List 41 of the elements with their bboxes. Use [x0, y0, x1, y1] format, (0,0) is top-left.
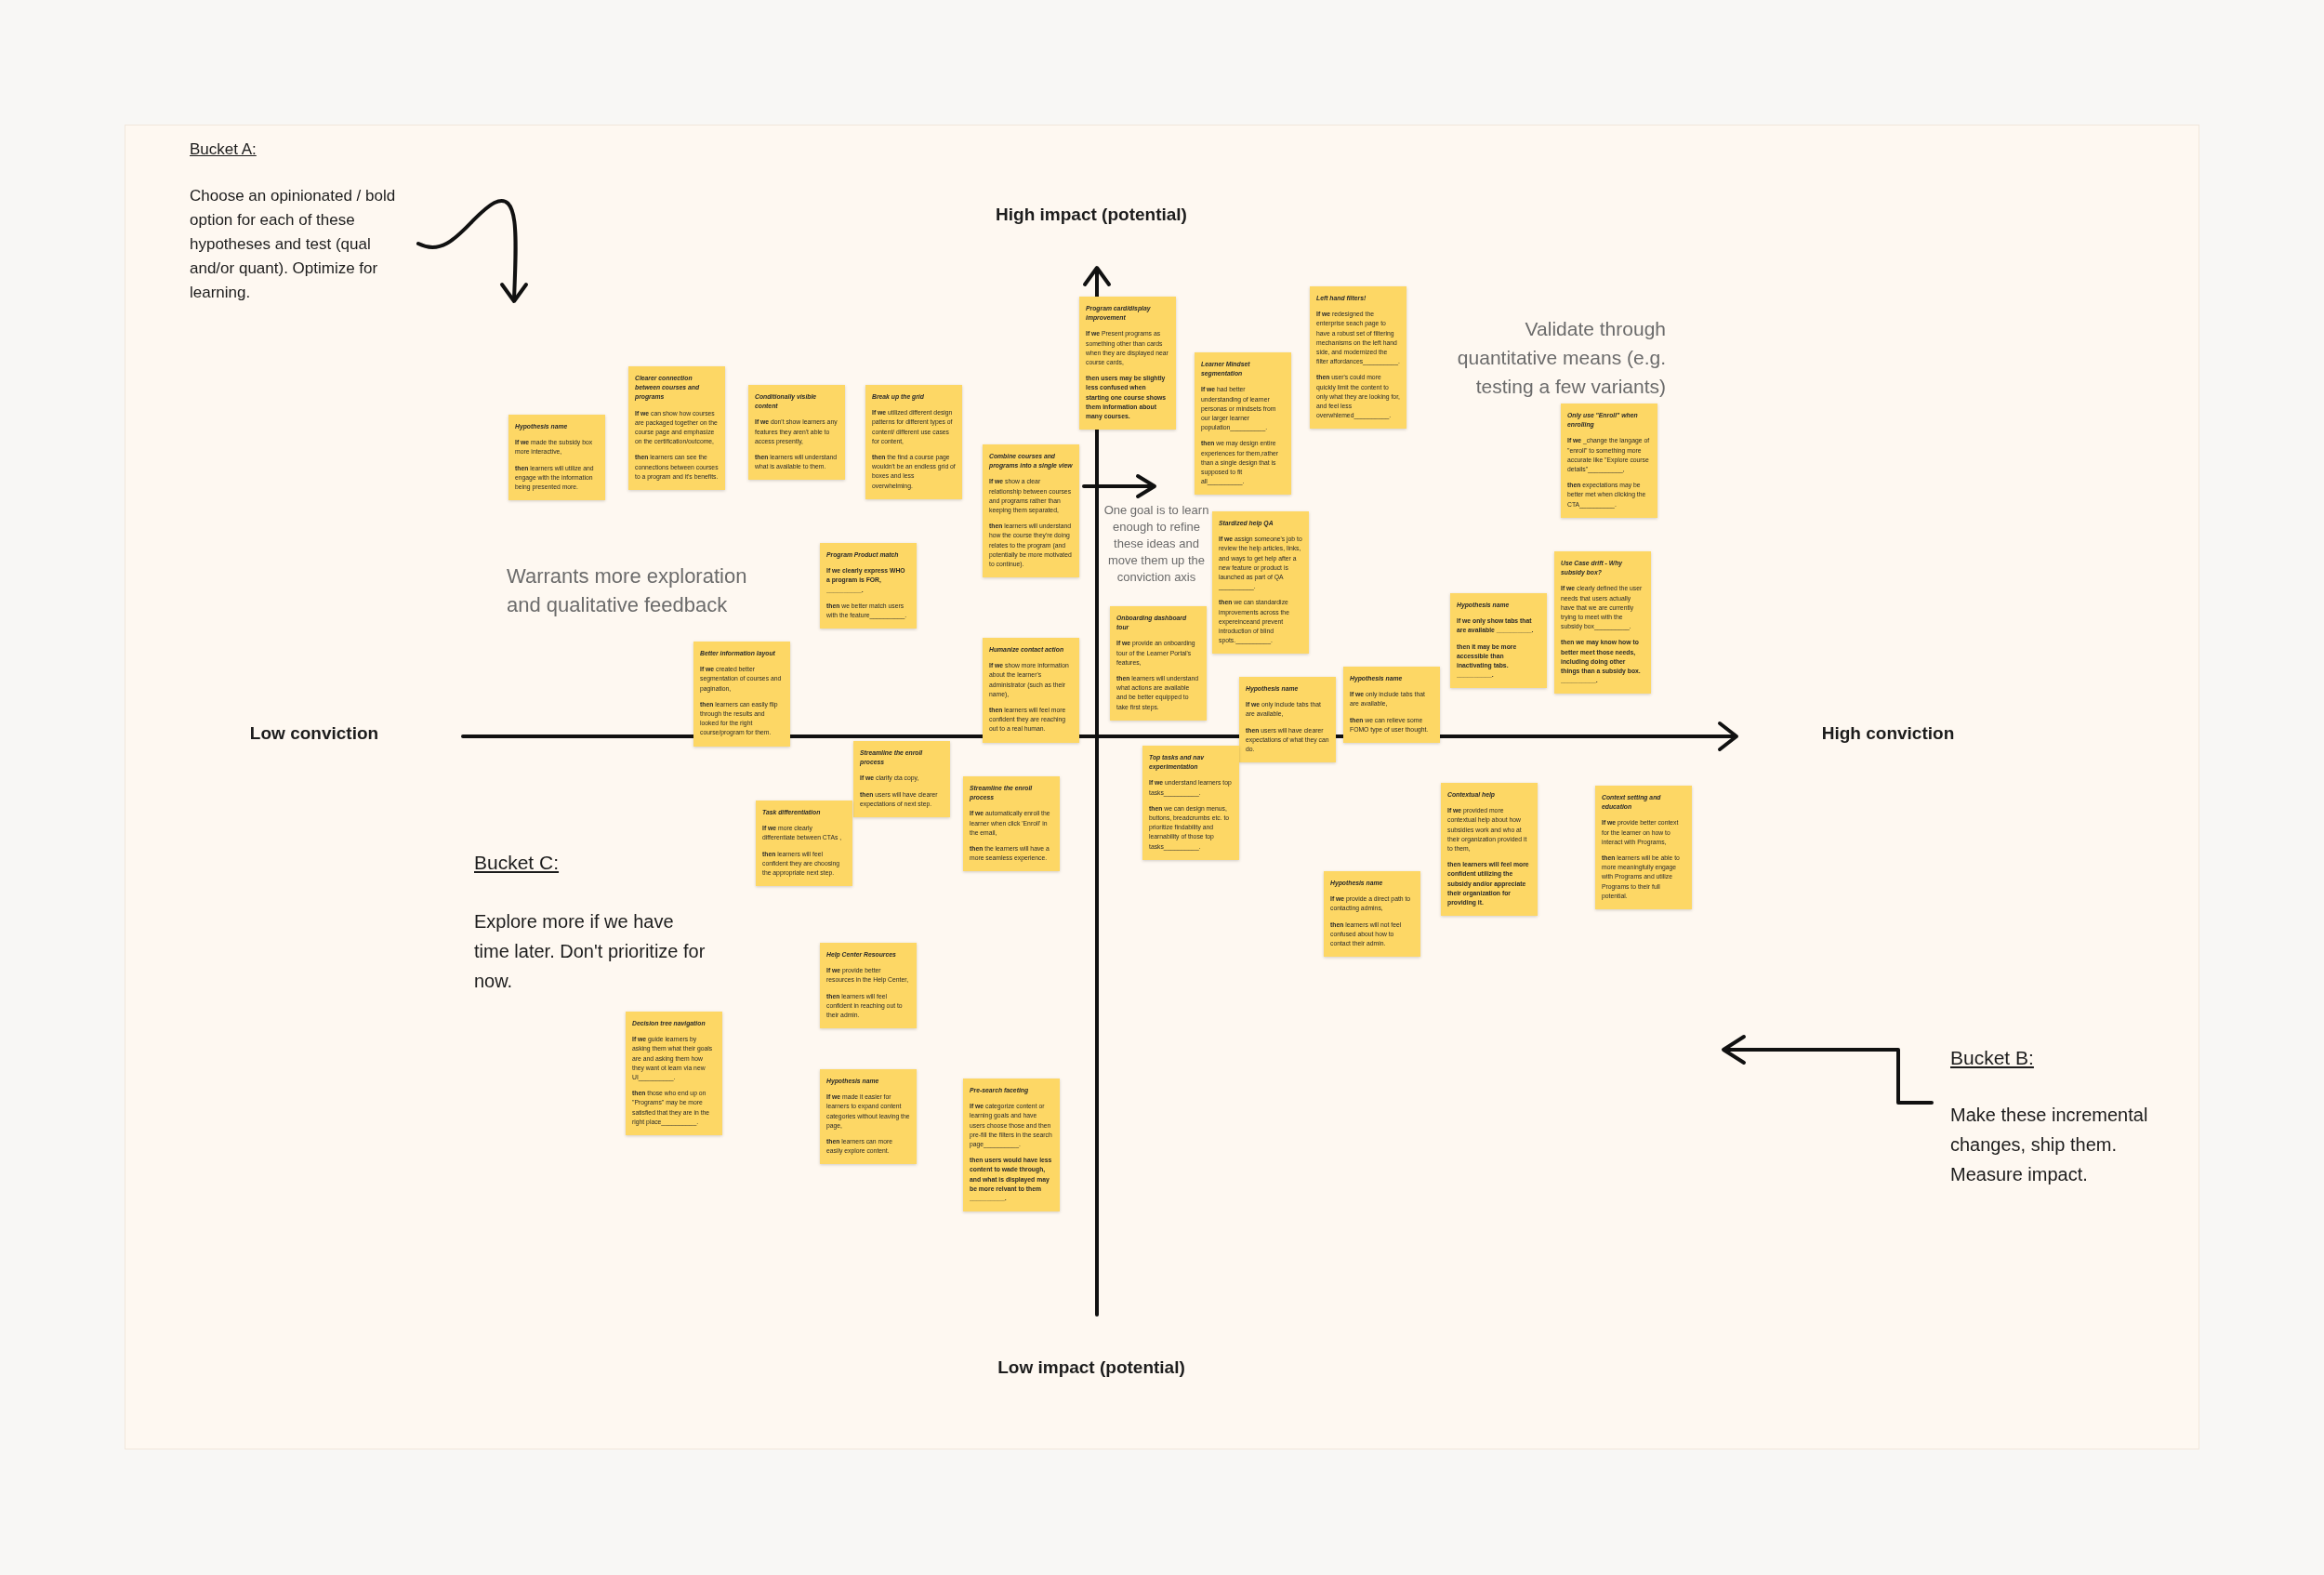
sticky-note [508, 415, 605, 501]
sticky-note [1195, 352, 1291, 496]
axis-label: Low impact (potential) [997, 1357, 1186, 1379]
sticky-note [1595, 786, 1692, 909]
sticky-note [1239, 677, 1336, 763]
sticky-note [983, 444, 1079, 578]
instruction-text: Choose an opinionated / bold option for each of these hypotheses and test (qual and/or quant). Optimize for learning. [190, 186, 397, 303]
sticky-note [1079, 297, 1176, 430]
sticky-note [1212, 511, 1309, 655]
sticky-note [820, 543, 917, 629]
sticky-note [756, 801, 852, 887]
sticky-note [1343, 667, 1440, 743]
sticky-note [1142, 746, 1239, 860]
sticky-note [1324, 871, 1420, 958]
axis-label: High conviction [1820, 722, 1956, 745]
sticky-note [963, 776, 1060, 872]
instruction-text: Make these incremental changes, ship them. Measure impact. [1950, 1104, 2149, 1186]
sticky-note [748, 385, 845, 481]
instruction-text: Explore more if we have time later. Don't prioritize for now. [474, 910, 706, 993]
sticky-note [1450, 593, 1547, 689]
sticky-note [626, 1012, 722, 1135]
sticky-note [820, 1069, 917, 1165]
sticky-note [1441, 783, 1538, 917]
sticky-note [983, 638, 1079, 743]
bucket-heading: Bucket C: [474, 851, 560, 875]
sticky-note [1110, 606, 1207, 721]
sticky-note [865, 385, 962, 499]
sticky-note [1310, 286, 1406, 430]
bucket-heading: Bucket B: [1950, 1046, 2034, 1070]
sticky-note [693, 642, 790, 747]
annotation-text: Warrants more exploration and qualitative feedback [507, 563, 748, 618]
sticky-note [1561, 404, 1657, 518]
bucket-heading: Bucket A: [190, 139, 257, 160]
annotation-text: Validate through quantitative means (e.g. testing a few variants) [1456, 317, 1666, 399]
sticky-note [820, 943, 917, 1029]
axis-label: High impact (potential) [995, 204, 1188, 226]
sticky-note [963, 1079, 1060, 1212]
sticky-note [1554, 551, 1651, 695]
sticky-note [853, 741, 950, 817]
axis-label: Low conviction [248, 722, 380, 745]
sticky-note [628, 366, 725, 490]
